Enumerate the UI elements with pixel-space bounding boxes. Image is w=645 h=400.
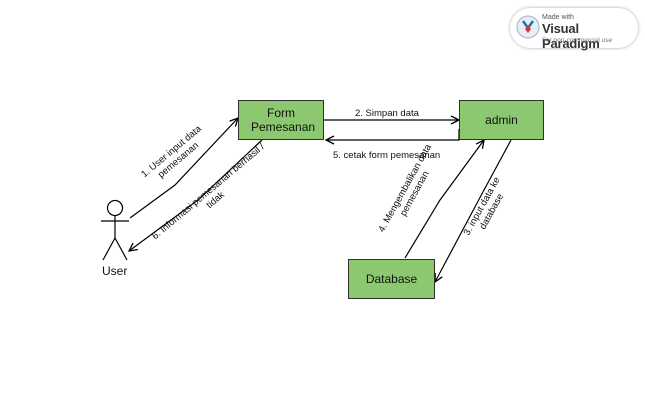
node-form-label: Form Pemesanan <box>251 106 316 134</box>
badge-made-with: Made with <box>542 14 574 21</box>
node-admin[interactable]: admin <box>459 100 544 140</box>
node-database-label: Database <box>365 272 418 286</box>
message-label-2: 2. Simpan data <box>355 108 419 119</box>
user-actor-icon <box>101 199 129 261</box>
connector-admin-to-database <box>435 139 512 282</box>
connector-admin-to-form <box>326 129 460 140</box>
visual-paradigm-logo-icon <box>516 15 540 39</box>
connector-user-to-form <box>129 118 238 219</box>
node-form-pemesanan[interactable]: Form Pemesanan <box>238 100 324 140</box>
connector-database-to-admin <box>404 140 484 259</box>
actor-label: User <box>102 264 128 278</box>
node-database[interactable]: Database <box>348 259 435 299</box>
node-admin-label: admin <box>485 113 518 127</box>
message-label-5: 5. cetak form pemesanan <box>333 150 441 161</box>
visual-paradigm-badge: Made with Visual Paradigm For non-commer… <box>510 8 638 51</box>
badge-brand: Visual Paradigm <box>542 21 600 51</box>
connector-form-to-user <box>129 139 263 251</box>
badge-note: For non-commercial use <box>542 37 613 44</box>
